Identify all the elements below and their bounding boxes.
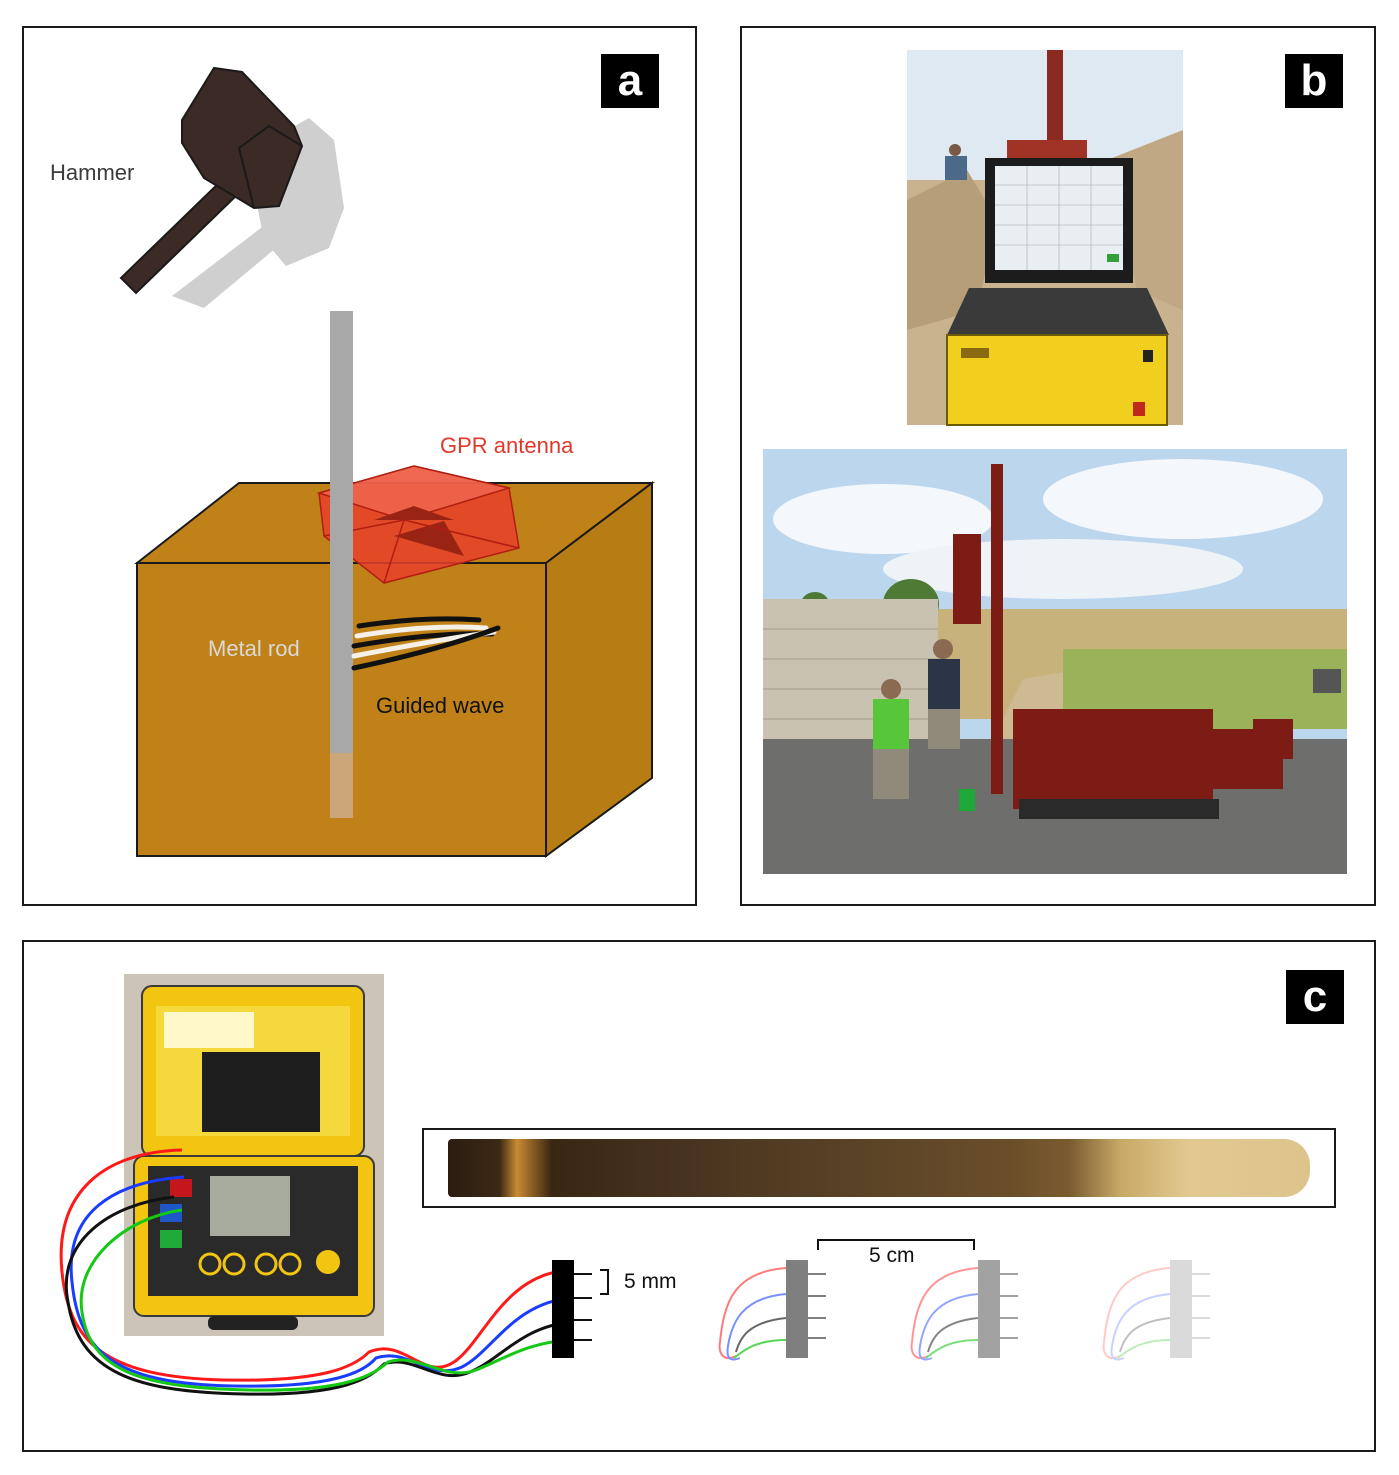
gpr-antenna-label: GPR antenna [440,433,574,458]
meter-info-plate [202,1052,320,1132]
panel-c-badge: c [1286,970,1344,1024]
wire-red [59,1148,573,1382]
electrode-probe-4 [1102,1260,1210,1361]
metal-rod-tip [330,753,353,818]
probe-spacing-label: 5 cm [869,1244,915,1267]
hammer-icon [119,66,304,295]
photo-resistivity-meter [124,974,384,1336]
panel-b-badge: b [1285,54,1343,108]
panel-c: c [22,940,1376,1452]
panel-a-badge: a [601,54,659,108]
electrode-probe-2 [718,1260,826,1361]
electrode-wiring-diagram [59,1148,1210,1396]
core-sample-image [448,1139,1310,1197]
workers [873,639,960,799]
person-icon [949,144,961,156]
electrode-probe-main [552,1260,574,1358]
gpr-antenna-icon [316,465,520,584]
wire-green [79,1208,573,1392]
electrode-probe-3 [910,1260,1018,1361]
core-sample-frame [422,1128,1336,1208]
guided-wave-icon [351,616,501,671]
electrode-spacing-label: 5 mm [624,1270,677,1293]
wire-blue [69,1175,573,1388]
photo-laptop-instrument [907,50,1183,426]
metal-rod-label: Metal rod [208,636,300,661]
photo-drilling-rig [763,449,1347,874]
spacing-bracket [600,1269,609,1295]
hammer-label: Hammer [50,160,135,185]
guided-wave-label: Guided wave [376,693,505,718]
drilling-rig-icon [953,464,1293,809]
panel-a: a [22,26,697,906]
metal-rod [330,311,353,753]
panel-b: b [740,26,1376,906]
wire-black [64,1195,573,1396]
panel-a-diagram [119,66,655,858]
stone-wall [763,599,938,749]
scale-bracket [817,1239,975,1250]
meter-screen [210,1176,290,1236]
